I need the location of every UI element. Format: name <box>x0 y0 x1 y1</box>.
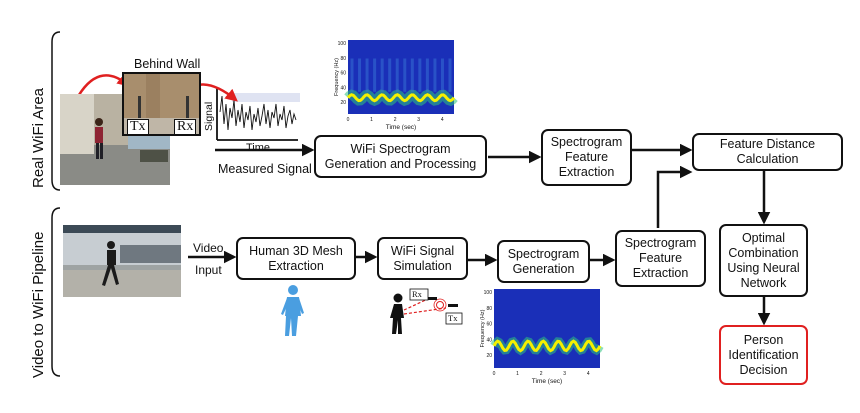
spectrogram-x-tick: 3 <box>563 371 566 377</box>
tx-label: Tx <box>127 119 149 135</box>
spectrogram-y-tick: 100 <box>338 41 347 47</box>
spectrogram-x-tick: 2 <box>394 117 397 123</box>
sim-tx-label: Tx <box>448 313 458 323</box>
optimal-combination-box: Optimal Combination Using Neural Network <box>719 224 808 297</box>
spectrogram-y-tick: 40 <box>486 337 492 343</box>
feature-extraction-top-box: Spectrogram Feature Extraction <box>541 129 632 186</box>
wifi-simulation-sketch <box>390 288 463 334</box>
feature-extraction-bottom-box: Spectrogram Feature Extraction <box>615 230 706 287</box>
feature-distance-box: Feature Distance Calculation <box>692 133 843 171</box>
spectrogram-x-tick: 4 <box>587 371 590 377</box>
signal-simulation-box: WiFi Signal Simulation <box>377 237 468 280</box>
mesh-extraction-box: Human 3D Mesh Extraction <box>236 237 356 280</box>
rx-label: Rx <box>174 119 197 135</box>
video-to-wifi-pipeline-label: Video to WiFi Pipeline <box>30 231 47 378</box>
sidewalk-scene <box>63 225 181 297</box>
person-identification-decision-box: Person Identification Decision <box>719 325 808 385</box>
real-area-bracket <box>51 31 61 191</box>
spectrogram-y-tick: 40 <box>340 85 346 91</box>
human-mesh-figure <box>281 285 304 336</box>
behind-wall-photo <box>122 72 201 136</box>
spectrogram-y-tick: 80 <box>486 306 492 312</box>
spectrogram-y-tick: 80 <box>340 56 346 62</box>
spectrogram-x-tick: 0 <box>493 371 496 377</box>
spectrogram-ylabel: Frequency (Hz) <box>334 58 340 96</box>
behind-wall-label: Behind Wall <box>134 57 201 71</box>
wifi-spectrogram-processing-box: WiFi Spectrogram Generation and Processi… <box>314 135 487 178</box>
spectrogram-xlabel: Time (sec) <box>386 124 416 131</box>
spectrogram-band <box>346 93 456 103</box>
real-wifi-area-label: Real WiFi Area <box>30 87 47 188</box>
measured-signal-plot <box>216 88 300 141</box>
time-axis-label: Time <box>246 142 271 154</box>
video-input-label-line1: Video <box>193 241 224 255</box>
measured-signal-label: Measured Signal <box>218 162 312 176</box>
spectrogram-ylabel: Frequency (Hz) <box>480 309 486 347</box>
video-pipeline-bracket <box>51 207 61 377</box>
signal-axis-label: Signal <box>203 101 215 131</box>
spectrogram-y-tick: 60 <box>486 322 492 328</box>
sim-rx-label: Rx <box>412 289 422 299</box>
video-input-label-line2: Input <box>195 263 222 277</box>
spectrogram-background <box>494 289 600 368</box>
spectrogram-x-tick: 4 <box>441 117 444 123</box>
spectrogram-y-tick: 100 <box>484 290 493 296</box>
spectrogram-x-tick: 1 <box>370 117 373 123</box>
arrow-features-up-to-distance <box>656 165 693 228</box>
spectrogram-x-tick: 3 <box>417 117 420 123</box>
spectrogram-x-tick: 0 <box>347 117 350 123</box>
spectrogram-y-tick: 60 <box>340 71 346 77</box>
video-input-photo <box>63 225 181 297</box>
spectrogram-y-tick: 20 <box>340 100 346 106</box>
spectrogram-x-tick: 1 <box>516 371 519 377</box>
spectrogram-xlabel: Time (sec) <box>532 378 562 385</box>
spectrogram-band <box>492 339 602 353</box>
spectrogram-y-tick: 20 <box>486 353 492 359</box>
spectrogram-x-tick: 2 <box>540 371 543 377</box>
spectrogram-generation-box: Spectrogram Generation <box>497 240 590 283</box>
